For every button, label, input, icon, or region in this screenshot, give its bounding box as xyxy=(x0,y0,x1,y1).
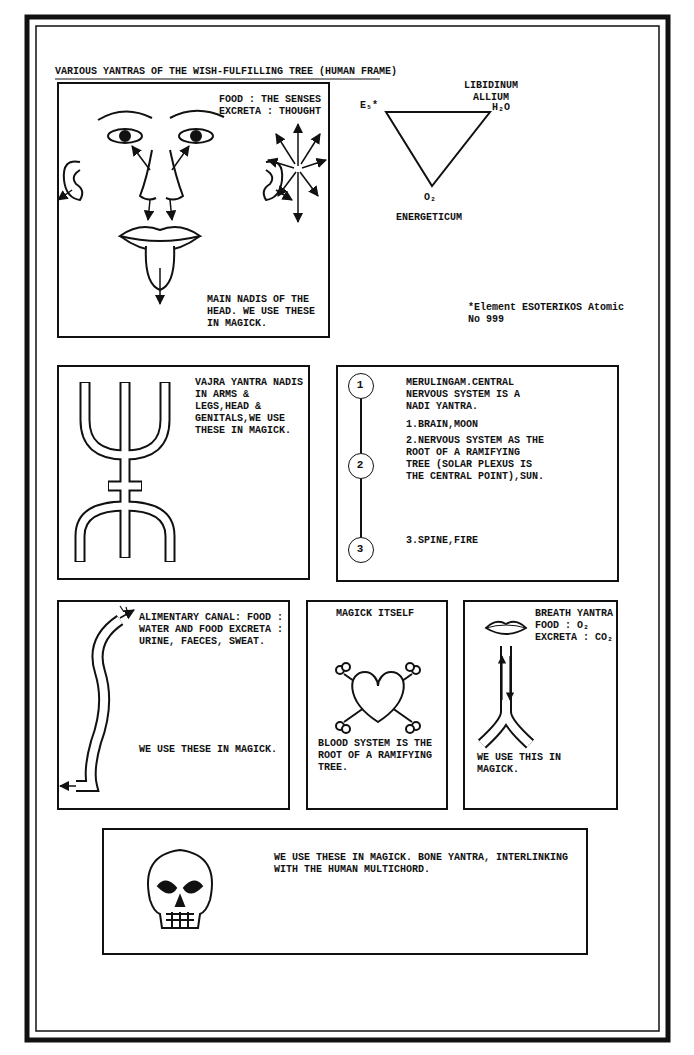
alimentary-box: ALIMENTARY CANAL: FOOD : WATER AND FOOD … xyxy=(57,600,290,810)
label: ENERGETICUM xyxy=(396,212,486,224)
node-text: WE USE THESE IN MAGICK. xyxy=(139,744,279,756)
inner-frame xyxy=(36,26,659,1031)
element-triangle xyxy=(386,112,490,186)
vajra-yantra-box: VAJRA YANTRA NADIS IN ARMS & LEGS,HEAD &… xyxy=(57,365,310,580)
node-text: MAIN NADIS OF THE HEAD. WE USE THESE IN … xyxy=(207,294,327,330)
label: LIBIDINUM ALLIUM xyxy=(456,80,526,104)
blood-system-box: MAGICK ITSELF BLOOD SYSTEM IS THE ROOT OF… xyxy=(306,600,448,810)
vajra-symbol xyxy=(80,382,170,562)
nadi-circle: 3 xyxy=(348,537,374,563)
nadi-line xyxy=(360,479,362,537)
label: E₅* xyxy=(360,100,386,112)
face xyxy=(64,111,282,290)
radiating-arrows xyxy=(268,124,326,222)
node-text: WE USE THIS IN MAGICK. xyxy=(477,752,587,776)
head-yantra-box: FOOD : THE SENSES EXCRETA : THOUGHT MAIN … xyxy=(57,82,330,338)
node-text: ALIMENTARY CANAL: FOOD : WATER AND FOOD … xyxy=(139,612,284,648)
merulingam-box: MERULINGAM.CENTRAL NERVOUS SYSTEM IS A N… xyxy=(336,365,619,582)
node-text: WE USE THESE IN MAGICK. BONE YANTRA, INT… xyxy=(274,852,574,876)
node-text: BLOOD SYSTEM IS THE ROOT OF A RAMIFYING … xyxy=(318,738,440,774)
node-text: BREATH YANTRA FOOD : O₂ EXCRETA : CO₂ xyxy=(535,608,617,644)
breath-yantra-box: BREATH YANTRA FOOD : O₂ EXCRETA : CO₂ WE … xyxy=(463,600,618,810)
bone-yantra-box: WE USE THESE IN MAGICK. BONE YANTRA, INT… xyxy=(102,828,588,955)
node-text: MERULINGAM.CENTRAL NERVOUS SYSTEM IS A N… xyxy=(406,377,544,413)
nadi-circle: 2 xyxy=(348,453,374,479)
label: *Element ESOTERIKOS Atomic No 999 xyxy=(468,302,638,326)
node-text: MAGICK ITSELF xyxy=(336,608,436,620)
nadi-line xyxy=(360,399,362,453)
label: O₂ xyxy=(424,192,448,204)
heart-crossbones xyxy=(336,663,420,733)
node-text: FOOD : THE SENSES EXCRETA : THOUGHT xyxy=(219,94,329,118)
sense-arrows xyxy=(58,146,292,304)
node-text: 1.BRAIN,MOON xyxy=(406,419,606,431)
node-text: VAJRA YANTRA NADIS IN ARMS & LEGS,HEAD &… xyxy=(195,377,307,437)
outer-frame xyxy=(27,17,668,1040)
title-underline xyxy=(55,79,380,80)
label: H₂O xyxy=(492,102,522,114)
node-text: 3.SPINE,FIRE xyxy=(406,535,606,547)
node-text: 2.NERVOUS SYSTEM AS THE ROOT OF A RAMIFY… xyxy=(406,435,546,483)
breath-symbol xyxy=(482,622,530,744)
circle-number: 3 xyxy=(349,543,371,555)
nadi-circle: 1 xyxy=(348,373,374,399)
skull xyxy=(148,850,212,928)
circle-number: 2 xyxy=(349,459,371,471)
alimentary-canal xyxy=(60,606,134,786)
circle-number: 1 xyxy=(349,379,371,391)
title: VARIOUS YANTRAS OF THE WISH-FULFILLING T… xyxy=(55,66,397,78)
